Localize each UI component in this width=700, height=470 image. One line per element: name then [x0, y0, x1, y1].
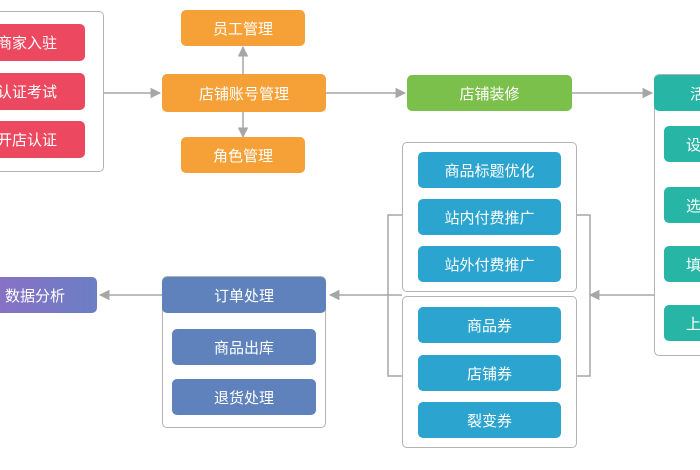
- analysis-node[interactable]: 数据分析: [0, 277, 97, 313]
- decoration-node[interactable]: 店铺装修: [407, 75, 572, 111]
- coupon-store[interactable]: 店铺券: [418, 355, 561, 391]
- order-item-return[interactable]: 退货处理: [172, 379, 316, 415]
- merchant-item-exam[interactable]: 认证考试: [0, 73, 85, 110]
- order-header-node[interactable]: 订单处理: [162, 277, 326, 313]
- bracket-left: [387, 214, 402, 377]
- activity-header-node[interactable]: 活: [654, 75, 700, 111]
- coupon-fission[interactable]: 裂变券: [418, 402, 561, 438]
- promotion-offsite-paid[interactable]: 站外付费推广: [418, 246, 561, 282]
- coupon-product[interactable]: 商品券: [418, 307, 561, 343]
- bracket-right: [577, 214, 591, 377]
- activity-item-2[interactable]: 选: [664, 187, 700, 223]
- order-item-outbound[interactable]: 商品出库: [172, 329, 316, 365]
- promotion-onsite-paid[interactable]: 站内付费推广: [418, 199, 561, 235]
- merchant-item-certify[interactable]: 开店认证: [0, 121, 85, 158]
- promotion-title-optimize[interactable]: 商品标题优化: [418, 152, 561, 188]
- account-top-node[interactable]: 员工管理: [181, 10, 305, 46]
- merchant-item-settle[interactable]: 商家入驻: [0, 24, 85, 61]
- activity-item-4[interactable]: 上: [664, 305, 700, 341]
- activity-item-1[interactable]: 设: [664, 126, 700, 162]
- account-bottom-node[interactable]: 角色管理: [181, 137, 305, 173]
- activity-item-3[interactable]: 填: [664, 246, 700, 282]
- account-center-node[interactable]: 店铺账号管理: [162, 74, 326, 112]
